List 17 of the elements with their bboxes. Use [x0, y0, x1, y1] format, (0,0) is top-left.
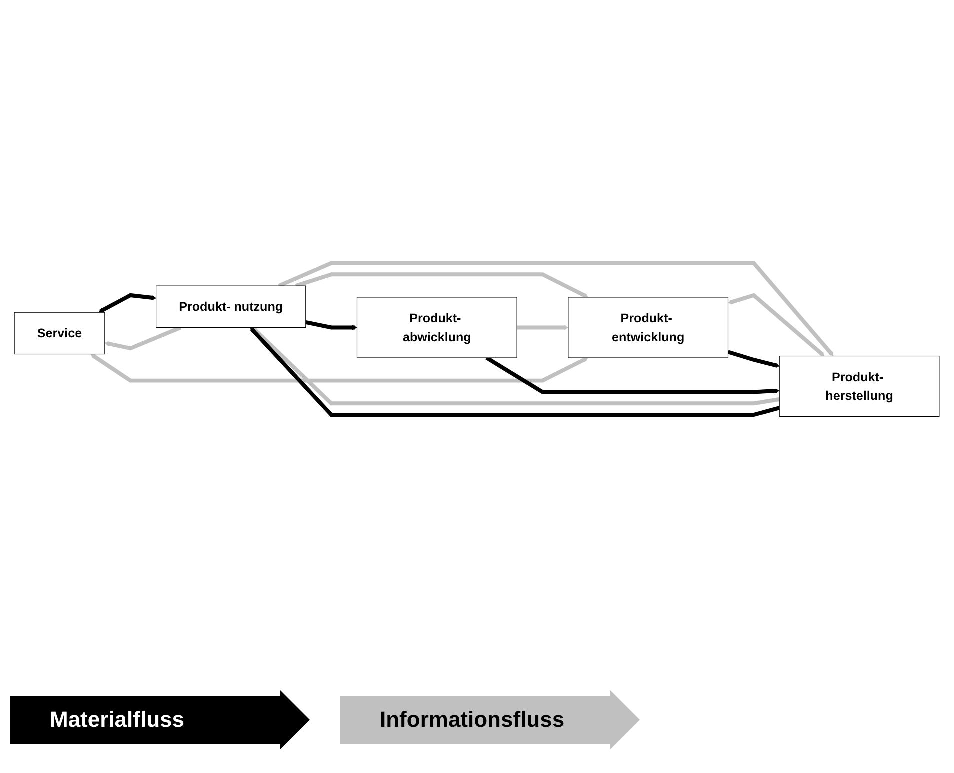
node-box: Produkt- nutzung	[156, 286, 306, 328]
arrow	[98, 293, 157, 314]
arrow	[278, 261, 834, 356]
arrow	[728, 350, 780, 368]
legend-label: Informationsfluss	[380, 707, 565, 733]
arrow	[295, 272, 588, 298]
node-box: Produkt- entwicklung	[568, 297, 729, 358]
arrow	[305, 320, 358, 330]
node-box: Produkt- herstellung	[779, 356, 940, 418]
arrow	[104, 326, 182, 351]
node-box: Produkt- abwicklung	[356, 297, 518, 358]
arrow	[90, 354, 588, 383]
arrow	[486, 356, 780, 394]
legend-label: Materialfluss	[50, 707, 184, 733]
node-box: Service	[14, 312, 106, 355]
arrow	[517, 325, 569, 330]
arrow	[728, 293, 825, 356]
